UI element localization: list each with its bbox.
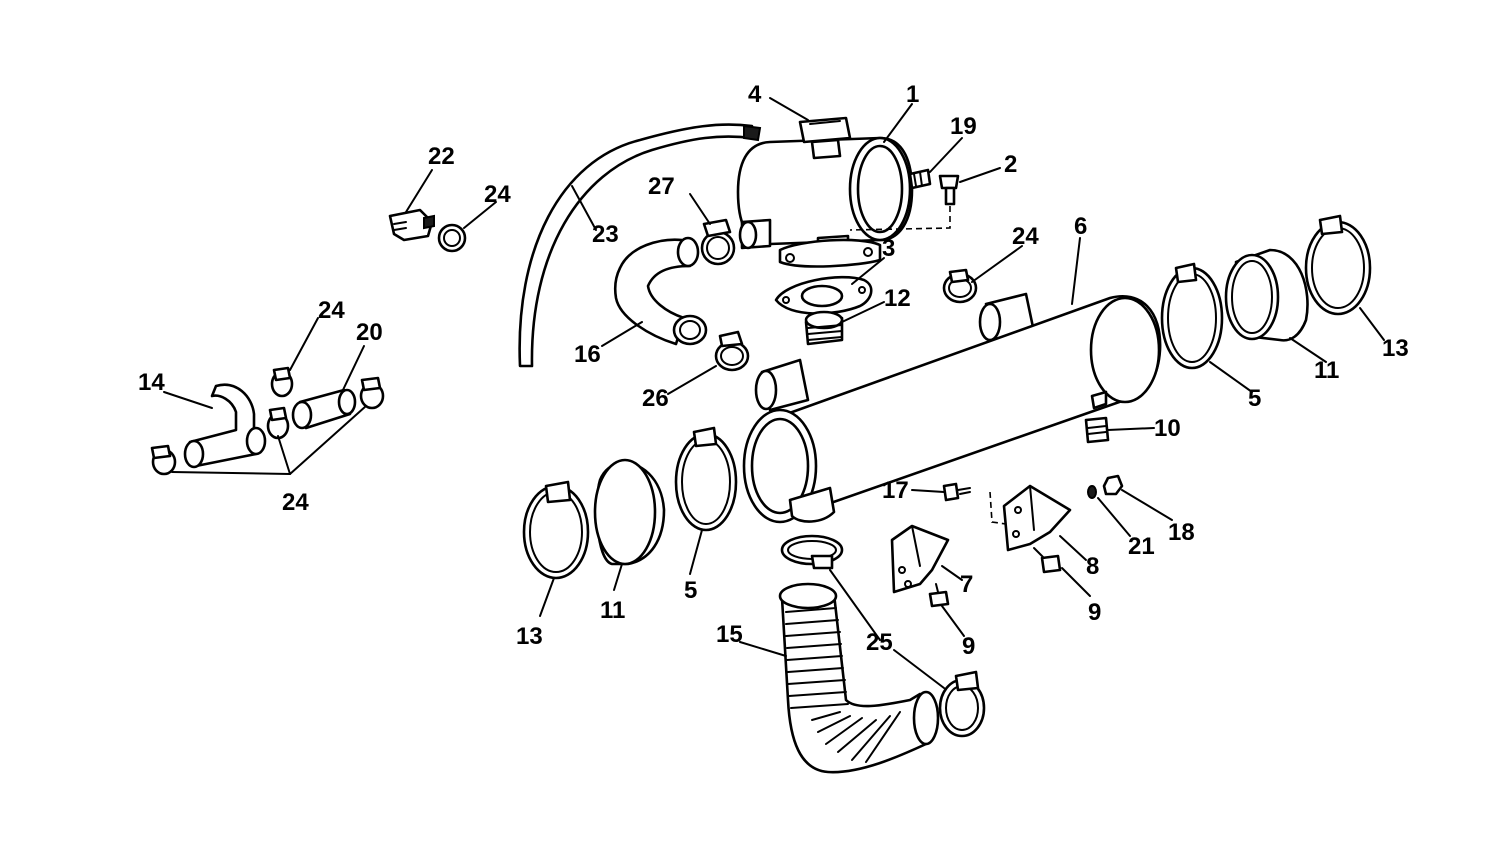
flex-hose-part-15 [778, 582, 940, 774]
callout-9-right: 9 [1088, 599, 1101, 626]
callout-24-bottom: 24 [282, 489, 309, 516]
elbow-fitting-part-22 [388, 208, 435, 242]
callout-8: 8 [1086, 553, 1099, 580]
gasket-part-3 [774, 275, 873, 315]
clamp-part-26 [714, 330, 750, 372]
manifold-part-6 [742, 292, 1162, 524]
callout-3: 3 [882, 235, 895, 262]
clamp-part-25-upper [780, 534, 844, 570]
callout-1: 1 [906, 81, 919, 108]
callout-11-left: 11 [600, 597, 625, 624]
callout-27: 27 [648, 173, 675, 200]
clamp-part-24-c [359, 376, 385, 410]
clamp-part-25-lower [938, 670, 986, 738]
bracket-part-7 [890, 524, 950, 594]
callout-18: 18 [1168, 519, 1195, 546]
cap-part-11-left [593, 458, 666, 566]
tank-part-1 [736, 136, 914, 268]
callout-26: 26 [642, 385, 669, 412]
callout-5-left: 5 [684, 577, 697, 604]
callout-2: 2 [1004, 151, 1017, 178]
callout-7: 7 [960, 571, 973, 598]
callout-21: 21 [1128, 533, 1155, 560]
callout-10: 10 [1154, 415, 1181, 442]
callout-13-right: 13 [1382, 335, 1409, 362]
callout-9-left: 9 [962, 633, 975, 660]
hose-part-23 [518, 123, 762, 368]
callout-6: 6 [1074, 213, 1087, 240]
callout-5-right: 5 [1248, 385, 1261, 412]
callout-22: 22 [428, 143, 455, 170]
screw-part-17 [942, 482, 971, 502]
callout-24-topleft: 24 [484, 181, 511, 208]
clamp-part-24-b [266, 406, 290, 440]
clamp-part-13-left [522, 480, 590, 580]
clamp-part-27 [700, 218, 736, 266]
callout-14: 14 [138, 369, 165, 396]
fitting-part-10 [1084, 416, 1110, 444]
screw-part-9-left [928, 583, 950, 608]
callout-20: 20 [356, 319, 383, 346]
callout-16: 16 [574, 341, 601, 368]
bolt-part-2 [849, 174, 960, 231]
callout-13-left: 13 [516, 623, 543, 650]
clamp-part-13-right [1304, 214, 1372, 316]
callout-25: 25 [866, 629, 893, 656]
clamp-part-24-topleft [437, 223, 467, 253]
hose-part-20 [291, 388, 357, 430]
plug-part-19 [908, 168, 932, 190]
elbow-hose-part-16 [613, 236, 708, 346]
clamp-part-5-right [1160, 262, 1224, 370]
clamp-part-24-a [270, 366, 294, 398]
sleeve-part-11-right [1224, 248, 1309, 342]
plug-part-12 [804, 310, 844, 346]
callout-12: 12 [884, 285, 911, 312]
callout-19: 19 [950, 113, 977, 140]
callout-24-center: 24 [1012, 223, 1039, 250]
screw-part-9-right [1033, 547, 1062, 574]
callout-15: 15 [716, 621, 743, 648]
clamp-part-5-left [674, 426, 738, 532]
callout-4: 4 [748, 81, 762, 108]
callout-17: 17 [882, 477, 909, 504]
callout-labels: 1 4 19 2 3 12 6 24 5 11 13 10 22 24 23 2… [138, 81, 1409, 660]
pipe-part-14 [183, 383, 267, 469]
leader-lines [163, 97, 1385, 689]
callout-11-right: 11 [1314, 357, 1339, 384]
nut-part-18 [1102, 474, 1124, 496]
callout-23: 23 [592, 221, 619, 248]
cap-part-4 [798, 116, 852, 160]
bracket-part-8 [989, 484, 1072, 552]
washer-part-21 [1087, 485, 1097, 499]
clamp-part-24-d [150, 444, 177, 476]
callout-24-left: 24 [318, 297, 345, 324]
clamp-part-24-center [942, 268, 978, 304]
